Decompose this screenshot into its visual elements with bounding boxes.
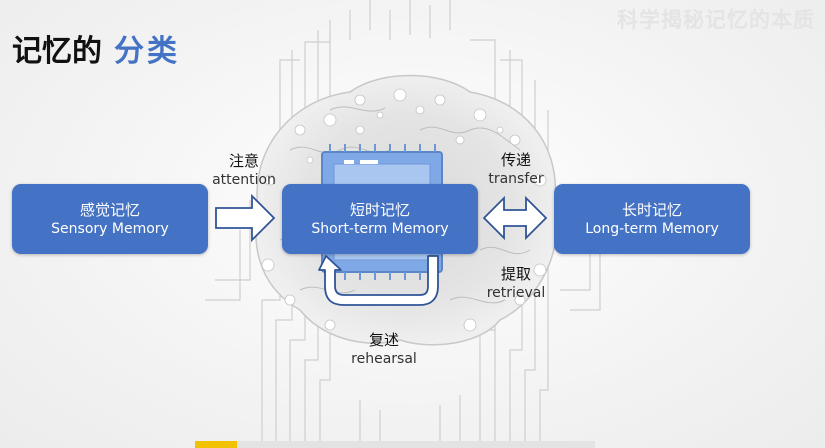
rehearsal-label-en: rehearsal bbox=[351, 351, 417, 367]
retrieval-label-en: retrieval bbox=[486, 285, 546, 301]
bottom-bar bbox=[195, 441, 595, 448]
long-term-memory-en: Long-term Memory bbox=[585, 220, 719, 237]
retrieval-label-zh: 提取 bbox=[500, 265, 531, 283]
short-term-memory-zh: 短时记忆 bbox=[349, 200, 410, 219]
long-term-memory-box: 长时记忆 Long-term Memory bbox=[554, 184, 750, 254]
rehearsal-label: 复述 rehearsal bbox=[342, 331, 426, 368]
watermark-text: 科学揭秘记忆的本质 bbox=[617, 8, 815, 32]
rehearsal-label-zh: 复述 bbox=[368, 331, 399, 349]
transfer-label: 传递 transfer bbox=[476, 151, 556, 188]
title-part2: 分类 bbox=[114, 34, 180, 69]
sensory-memory-zh: 感觉记忆 bbox=[79, 200, 140, 219]
attention-label-en: attention bbox=[212, 172, 276, 188]
transfer-double-arrow-icon bbox=[482, 195, 548, 241]
short-term-memory-en: Short-term Memory bbox=[311, 220, 449, 237]
attention-arrow-icon bbox=[215, 193, 276, 243]
retrieval-label: 提取 retrieval bbox=[476, 265, 556, 302]
long-term-memory-zh: 长时记忆 bbox=[621, 200, 682, 219]
title-part1: 记忆的 bbox=[12, 34, 102, 69]
attention-label: 注意 attention bbox=[204, 152, 284, 189]
sensory-memory-box: 感觉记忆 Sensory Memory bbox=[12, 184, 208, 254]
bottom-accent-bar bbox=[195, 441, 237, 448]
sensory-memory-en: Sensory Memory bbox=[51, 220, 169, 237]
transfer-label-zh: 传递 bbox=[500, 151, 531, 169]
rehearsal-loop-arrow-icon bbox=[318, 255, 439, 306]
short-term-memory-box: 短时记忆 Short-term Memory bbox=[282, 184, 478, 254]
attention-label-zh: 注意 bbox=[228, 152, 259, 170]
transfer-label-en: transfer bbox=[488, 171, 544, 187]
page-title: 记忆的分类 bbox=[12, 26, 180, 70]
